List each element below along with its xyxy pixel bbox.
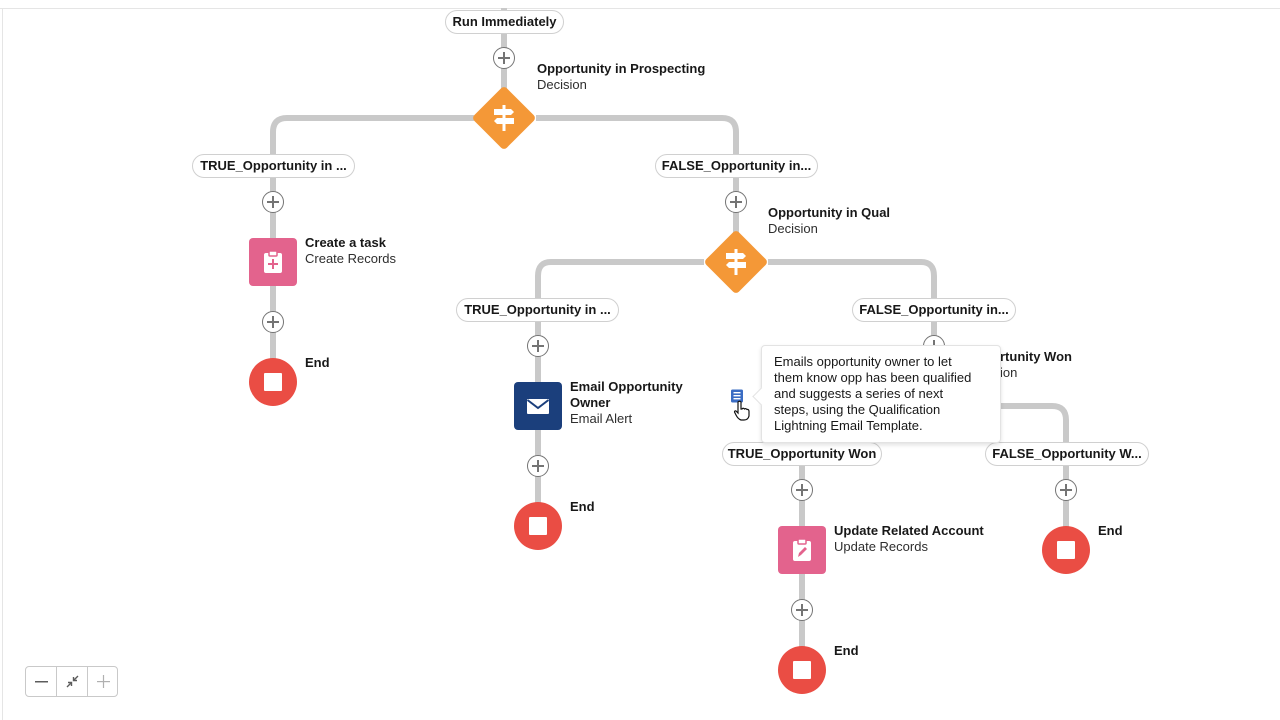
zoom-in-button[interactable]: [86, 667, 117, 696]
description-tooltip: Emails opportunity owner to let them kno…: [761, 345, 1001, 443]
add-element-button[interactable]: [262, 191, 284, 213]
end-node[interactable]: [778, 646, 826, 694]
branch-true-prospecting[interactable]: TRUE_Opportunity in ...: [192, 154, 355, 178]
end-text: End: [834, 643, 859, 658]
node-title: Opportunity in Prospecting: [537, 61, 706, 76]
tooltip-line: Emails opportunity owner to let: [774, 354, 952, 369]
add-element-button[interactable]: [791, 599, 813, 621]
decision-prospecting-label: Opportunity in Prospecting Decision: [537, 61, 705, 93]
minus-icon: [35, 681, 48, 683]
plus-icon: [96, 675, 110, 688]
node-type: Decision: [768, 221, 818, 236]
end-label: End: [570, 499, 595, 515]
canvas-left-border: [2, 8, 3, 720]
end-label: End: [1098, 523, 1123, 539]
branch-false-qual[interactable]: FALSE_Opportunity in...: [852, 298, 1016, 322]
node-type: ion: [1000, 365, 1018, 380]
decision-icon: [494, 105, 514, 131]
end-text: End: [570, 499, 595, 514]
zoom-out-button[interactable]: [26, 667, 56, 696]
end-label: End: [305, 355, 330, 371]
decision-icon: [726, 249, 746, 275]
node-title: Email Opportunity: [570, 379, 683, 394]
end-node[interactable]: [249, 358, 297, 406]
node-type: Decision: [537, 77, 587, 92]
end-label: End: [834, 643, 859, 659]
add-element-button[interactable]: [527, 335, 549, 357]
add-element-button[interactable]: [493, 47, 515, 69]
node-title: rtunity Won: [1000, 349, 1072, 364]
description-icon[interactable]: [730, 389, 744, 403]
end-node[interactable]: [1042, 526, 1090, 574]
update-records-node[interactable]: [778, 526, 826, 574]
node-type: Email Alert: [570, 411, 633, 426]
create-records-node[interactable]: [249, 238, 297, 286]
node-title: Opportunity in Qual: [768, 205, 891, 220]
tooltip-line: steps, using the Qualification: [774, 402, 941, 417]
canvas-top-border: [0, 8, 1280, 9]
envelope-icon: [526, 399, 550, 414]
decision-node-qual[interactable]: [703, 229, 769, 295]
decision-qual-label: Opportunity in Qual Decision: [768, 205, 890, 237]
zoom-controls: [25, 666, 118, 697]
node-type: Update Records: [834, 539, 928, 554]
end-text: End: [1098, 523, 1123, 538]
node-title: Update Related Account: [834, 523, 984, 538]
add-element-button[interactable]: [262, 311, 284, 333]
end-node[interactable]: [514, 502, 562, 550]
node-title-line2: Owner: [570, 395, 611, 410]
branch-false-won[interactable]: FALSE_Opportunity W...: [985, 442, 1149, 466]
collapse-arrows-icon: [66, 675, 79, 688]
create-task-label: Create a task Create Records: [305, 235, 396, 267]
tooltip-line: and suggests a series of next: [774, 386, 944, 401]
tooltip-line: them know opp has been qualified: [774, 370, 972, 385]
add-element-button[interactable]: [725, 191, 747, 213]
decision-node-prospecting[interactable]: [471, 85, 537, 151]
clipboard-plus-icon: [264, 250, 282, 273]
add-element-button[interactable]: [791, 479, 813, 501]
fit-to-view-button[interactable]: [56, 667, 86, 696]
branch-true-qual[interactable]: TRUE_Opportunity in ...: [456, 298, 619, 322]
add-element-button[interactable]: [527, 455, 549, 477]
update-account-label: Update Related Account Update Records: [834, 523, 984, 555]
end-text: End: [305, 355, 330, 370]
node-title: Create a task: [305, 235, 386, 250]
decision-won-label: rtunity Won ion: [1000, 349, 1072, 381]
start-label[interactable]: Run Immediately: [445, 10, 564, 34]
add-element-button[interactable]: [1055, 479, 1077, 501]
clipboard-pencil-icon: [793, 538, 811, 561]
email-owner-label: Email Opportunity Owner Email Alert: [570, 379, 683, 427]
email-alert-node[interactable]: [514, 382, 562, 430]
node-type: Create Records: [305, 251, 397, 266]
hand-cursor-icon: [733, 400, 750, 421]
tooltip-line: Lightning Email Template.: [774, 418, 923, 433]
branch-true-won[interactable]: TRUE_Opportunity Won: [722, 442, 882, 466]
branch-false-prospecting[interactable]: FALSE_Opportunity in...: [655, 154, 818, 178]
